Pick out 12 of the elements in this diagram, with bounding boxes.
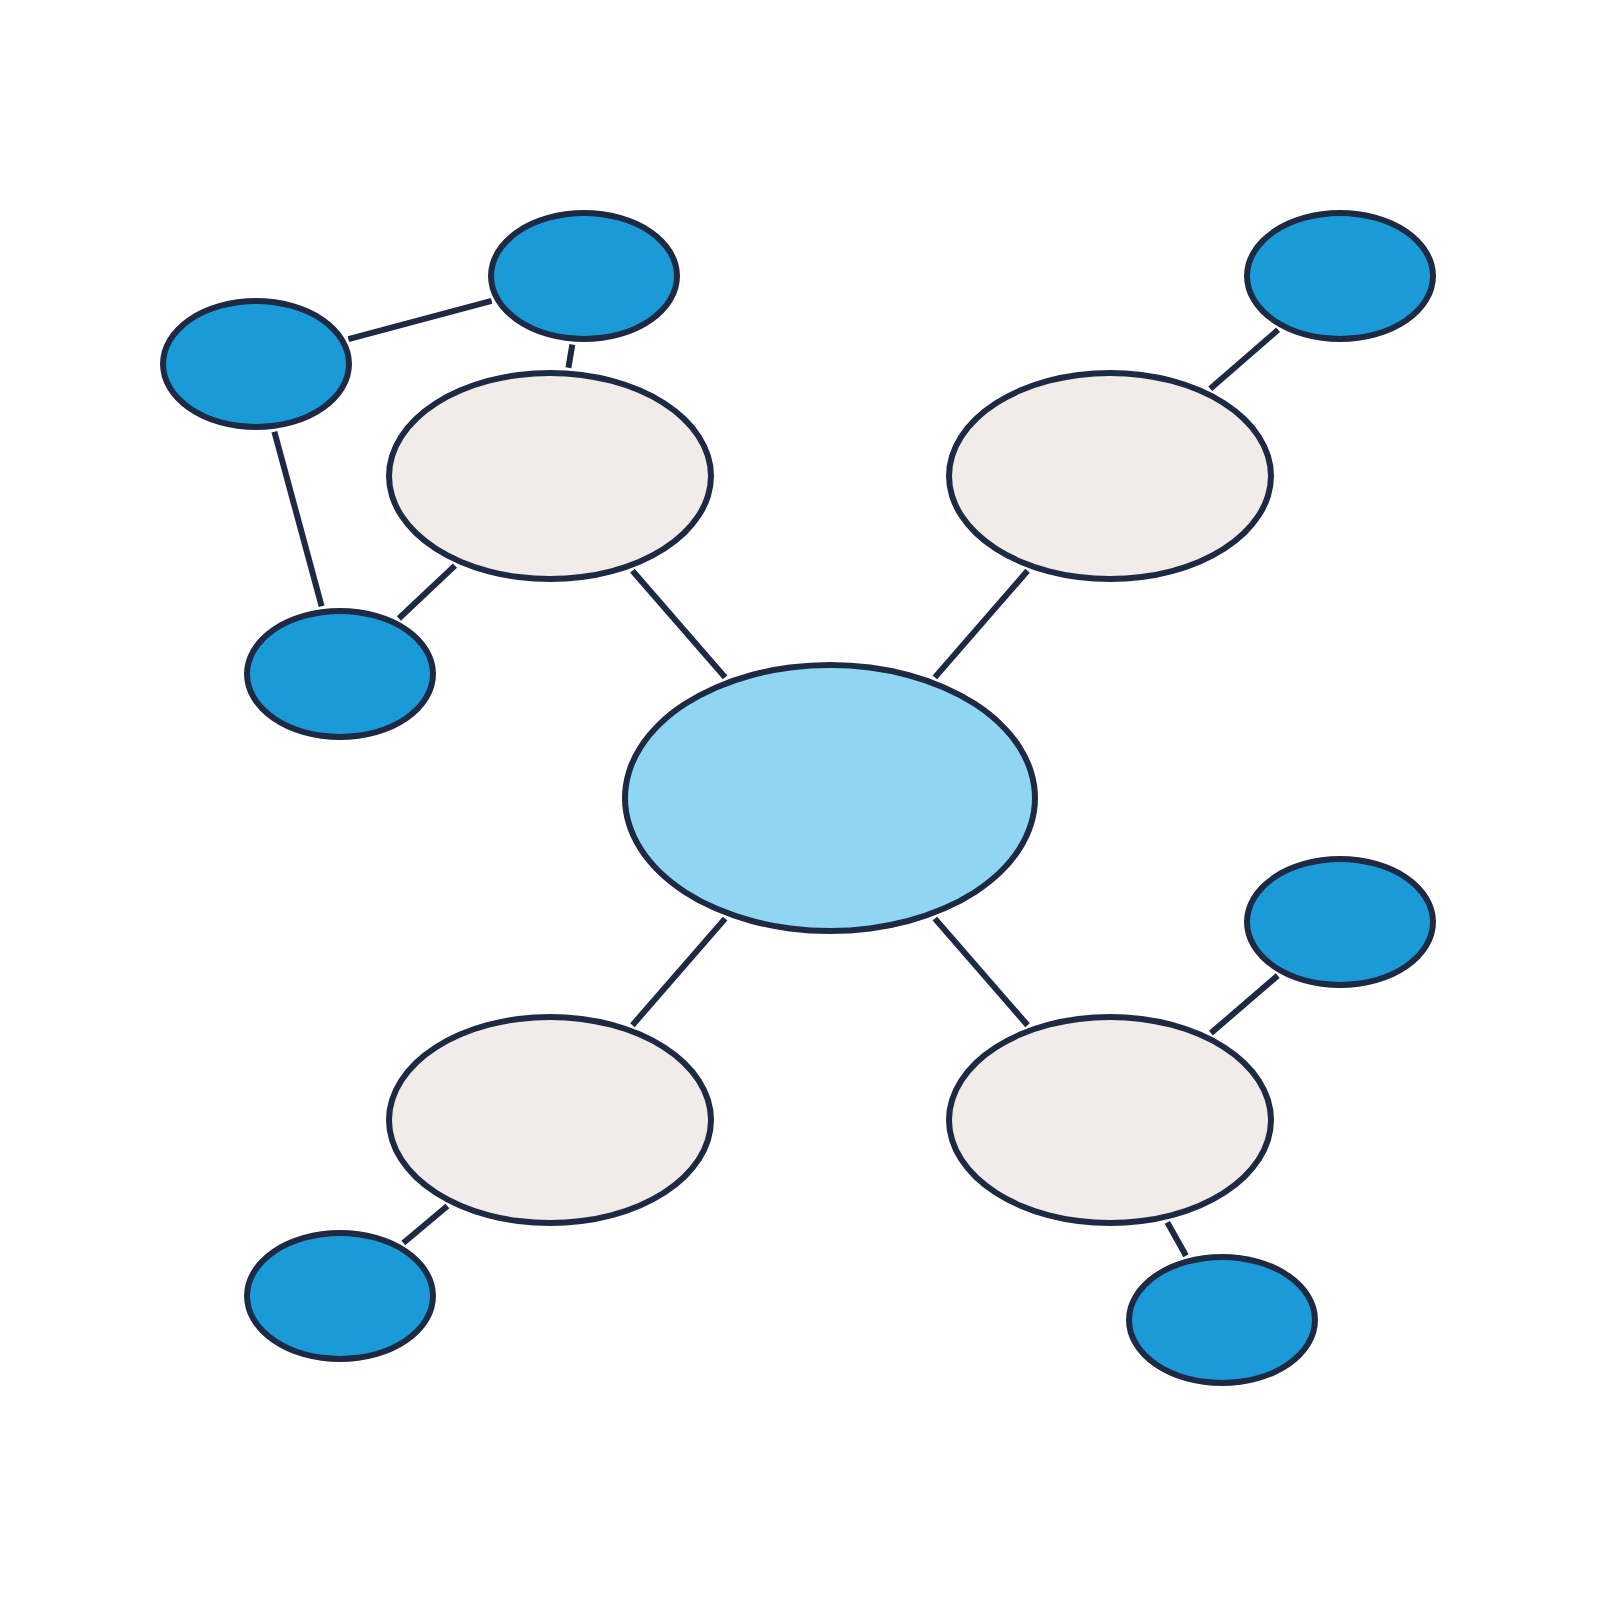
connector-line [396,563,457,621]
connector-line [630,568,728,680]
connector-line [1164,1220,1189,1258]
connector-line [271,431,325,607]
connector-line [1208,973,1280,1036]
connector-line [932,916,1030,1028]
connector-line [401,1203,450,1246]
connector-line [347,297,493,343]
connector-line [1208,327,1281,392]
connector-line [565,344,576,369]
connector-line [630,916,728,1028]
connector-line [932,568,1030,680]
